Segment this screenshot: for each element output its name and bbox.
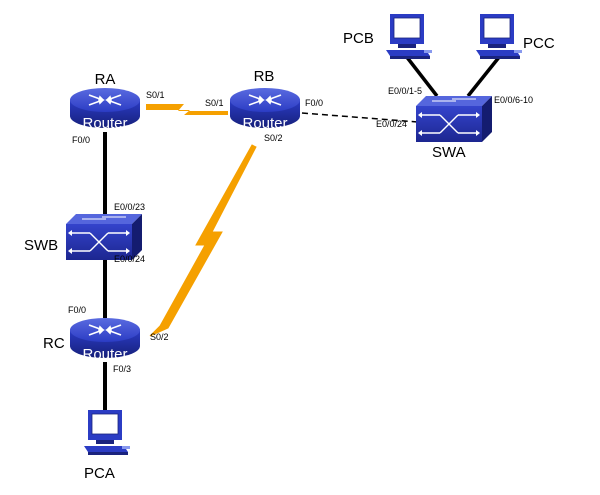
port-ra-f00: F0/0 xyxy=(72,135,90,145)
label-pca: PCA xyxy=(84,465,115,482)
links-layer xyxy=(103,54,502,410)
router-rb-caption: Router xyxy=(242,115,287,132)
router-rc-caption: Router xyxy=(82,346,127,363)
label-rc: RC xyxy=(43,335,65,352)
serial-link-rb-rc xyxy=(149,144,257,337)
port-swb-e023: E0/0/23 xyxy=(114,202,145,212)
pc-pcb[interactable] xyxy=(385,13,433,60)
port-swa-e06-10: E0/0/6-10 xyxy=(494,95,533,105)
port-rc-f00: F0/0 xyxy=(68,305,86,315)
label-pcc: PCC xyxy=(523,35,555,52)
port-swa-e024: E0/0/24 xyxy=(376,119,407,129)
link-swa-pcc xyxy=(466,54,502,98)
router-ra-caption: Router xyxy=(82,115,127,132)
link-swa-pcb xyxy=(404,54,439,98)
pc-pcc[interactable] xyxy=(475,13,523,60)
port-swa-e01-5: E0/0/1-5 xyxy=(388,86,422,96)
port-rb-s02: S0/2 xyxy=(264,133,283,143)
serial-link-ra-rb xyxy=(146,104,228,115)
port-rb-s01: S0/1 xyxy=(205,98,224,108)
router-rb[interactable]: Router xyxy=(229,87,301,132)
port-rc-s02: S0/2 xyxy=(150,332,169,342)
port-rc-f03: F0/3 xyxy=(113,364,131,374)
port-rb-f00: F0/0 xyxy=(305,98,323,108)
label-pcb: PCB xyxy=(343,30,374,47)
port-ra-s01: S0/1 xyxy=(146,90,165,100)
router-ra[interactable]: Router xyxy=(69,87,141,132)
label-rb: RB xyxy=(254,68,275,85)
pc-pca[interactable] xyxy=(83,409,131,456)
router-rc[interactable]: Router xyxy=(69,317,141,363)
switch-swa[interactable] xyxy=(415,95,493,143)
label-ra: RA xyxy=(95,71,116,88)
port-swb-e024: E0/0/24 xyxy=(114,254,145,264)
label-swb: SWB xyxy=(24,237,58,254)
label-swa: SWA xyxy=(432,144,466,161)
